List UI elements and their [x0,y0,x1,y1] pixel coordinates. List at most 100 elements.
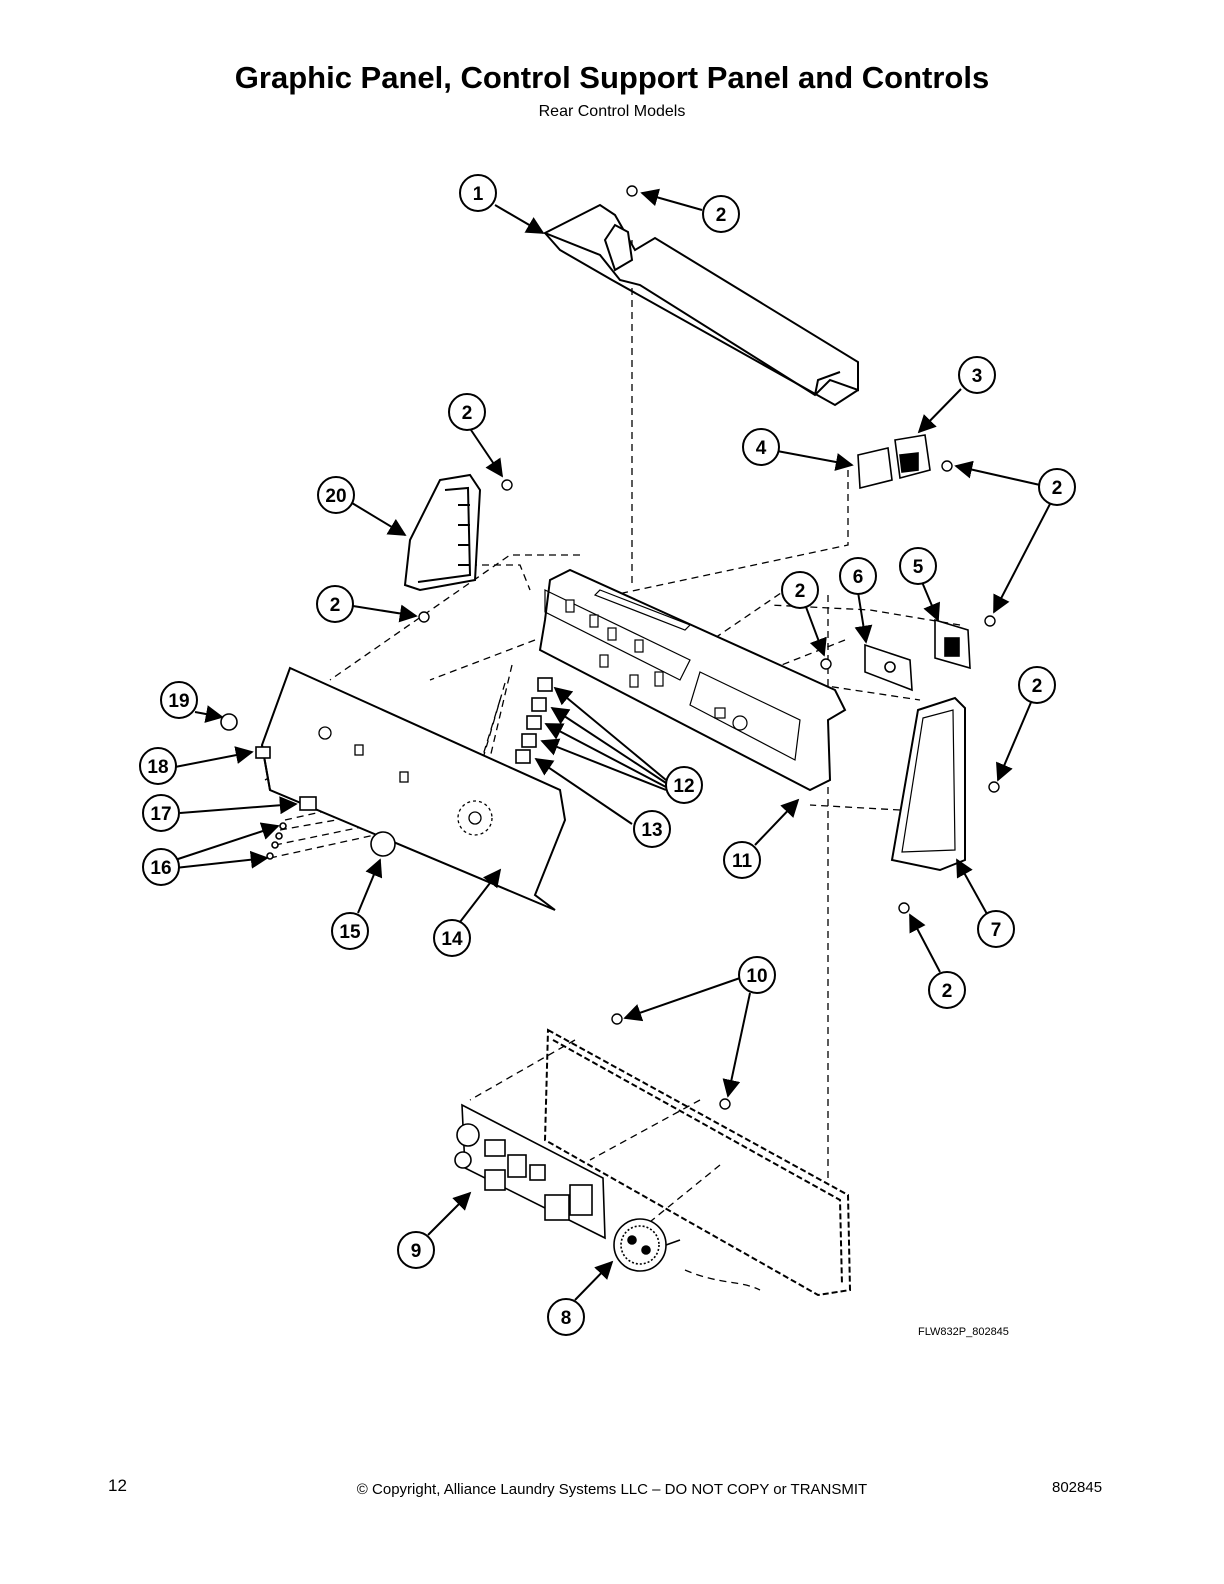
top-cover-part [542,203,859,407]
leader-lines [174,188,1051,1301]
callout-5: 5 [899,547,937,585]
callout-11: 11 [723,841,761,879]
callout-circle [665,766,703,804]
callout-circle [977,910,1015,948]
document-number: 802845 [1052,1479,1103,1496]
callout-circle [142,848,180,886]
console-back-bracket-part [543,1028,852,1297]
callout-circle [317,476,355,514]
callout-circle [839,557,877,595]
callout-4: 4 [742,428,780,466]
callout-label: 18 [147,757,168,778]
callout-label: 1 [473,184,484,205]
callout-1: 1 [459,174,497,212]
small-knob-parts [220,713,396,860]
callout-label: 6 [853,567,864,588]
callout-7: 7 [977,910,1015,948]
callout-2-top: 2 [702,195,740,233]
callout-circle [958,356,996,394]
callout-circle [547,1298,585,1336]
callout-12: 12 [665,766,703,804]
callout-8: 8 [547,1298,585,1336]
screw-parts [418,185,1000,1110]
callout-label: 15 [339,922,361,943]
callout-label: 14 [441,929,463,950]
callout-16: 16 [142,848,180,886]
callout-6: 6 [839,557,877,595]
callout-circle [459,174,497,212]
callout-circle [433,919,471,957]
callout-2-right-lower: 2 [928,971,966,1009]
callout-circle [397,1231,435,1269]
callout-9: 9 [397,1231,435,1269]
callout-label: 13 [641,820,662,841]
callout-17: 17 [142,794,180,832]
left-end-cap-part [403,473,482,592]
timer-part [613,1218,681,1272]
callout-14: 14 [433,919,471,957]
callout-label: 5 [913,557,924,578]
callout-label: 16 [150,858,171,879]
callout-20: 20 [317,476,355,514]
callout-15: 15 [331,912,369,950]
callout-circle [738,956,776,994]
callout-circle [702,195,740,233]
callout-circle [1038,468,1076,506]
callout-circle [928,971,966,1009]
callout-label: 3 [972,366,983,387]
switch-bracket-part [864,618,971,692]
callout-label: 8 [561,1308,572,1329]
control-support-panel-part [538,568,847,792]
callout-2-right-upper: 2 [1038,468,1076,506]
callout-circle [1018,666,1056,704]
callout-circle [160,681,198,719]
callout-circle [448,393,486,431]
callout-label: 2 [462,403,473,424]
callout-circle [742,428,780,466]
callout-circle [723,841,761,879]
callout-label: 11 [732,851,753,872]
callout-circle [781,571,819,609]
callout-label: 17 [150,804,171,825]
callout-2-left-lower: 2 [316,585,354,623]
callout-label: 2 [795,581,806,602]
callout-2-mid: 2 [781,571,819,609]
control-board-part [454,1103,606,1240]
copyright-notice: © Copyright, Alliance Laundry Systems LL… [356,1481,868,1498]
callout-label: 2 [1052,478,1063,499]
callout-label: 10 [746,966,767,987]
callout-label: 2 [1032,676,1043,697]
drawing-id-label: FLW832P_802845 [918,1326,1009,1338]
switch-assembly-part [857,434,931,490]
callout-label: 2 [330,595,341,616]
callout-label: 20 [325,486,346,507]
callout-label: 2 [716,205,727,226]
page-number: 12 [108,1476,127,1495]
button-switch-parts [515,677,553,764]
page-title: Graphic Panel, Control Support Panel and… [234,60,990,95]
callout-circle [899,547,937,585]
callout-circle [331,912,369,950]
callout-2-right-mid: 2 [1018,666,1056,704]
callout-label: 12 [673,776,694,797]
callout-label: 9 [411,1241,422,1262]
callout-18: 18 [139,747,177,785]
callout-circle [633,810,671,848]
callout-label: 4 [756,438,767,459]
callout-label: 19 [168,691,189,712]
graphic-panel-part [260,666,567,911]
page-subtitle: Rear Control Models [538,103,686,120]
callout-label: 2 [942,981,953,1002]
right-end-cap-part [890,696,966,872]
callout-3: 3 [958,356,996,394]
callout-10: 10 [738,956,776,994]
callout-label: 7 [991,920,1002,941]
callout-13: 13 [633,810,671,848]
callout-2-left-upper: 2 [448,393,486,431]
callout-19: 19 [160,681,198,719]
callout-circle [316,585,354,623]
callout-circle [142,794,180,832]
callout-circle [139,747,177,785]
